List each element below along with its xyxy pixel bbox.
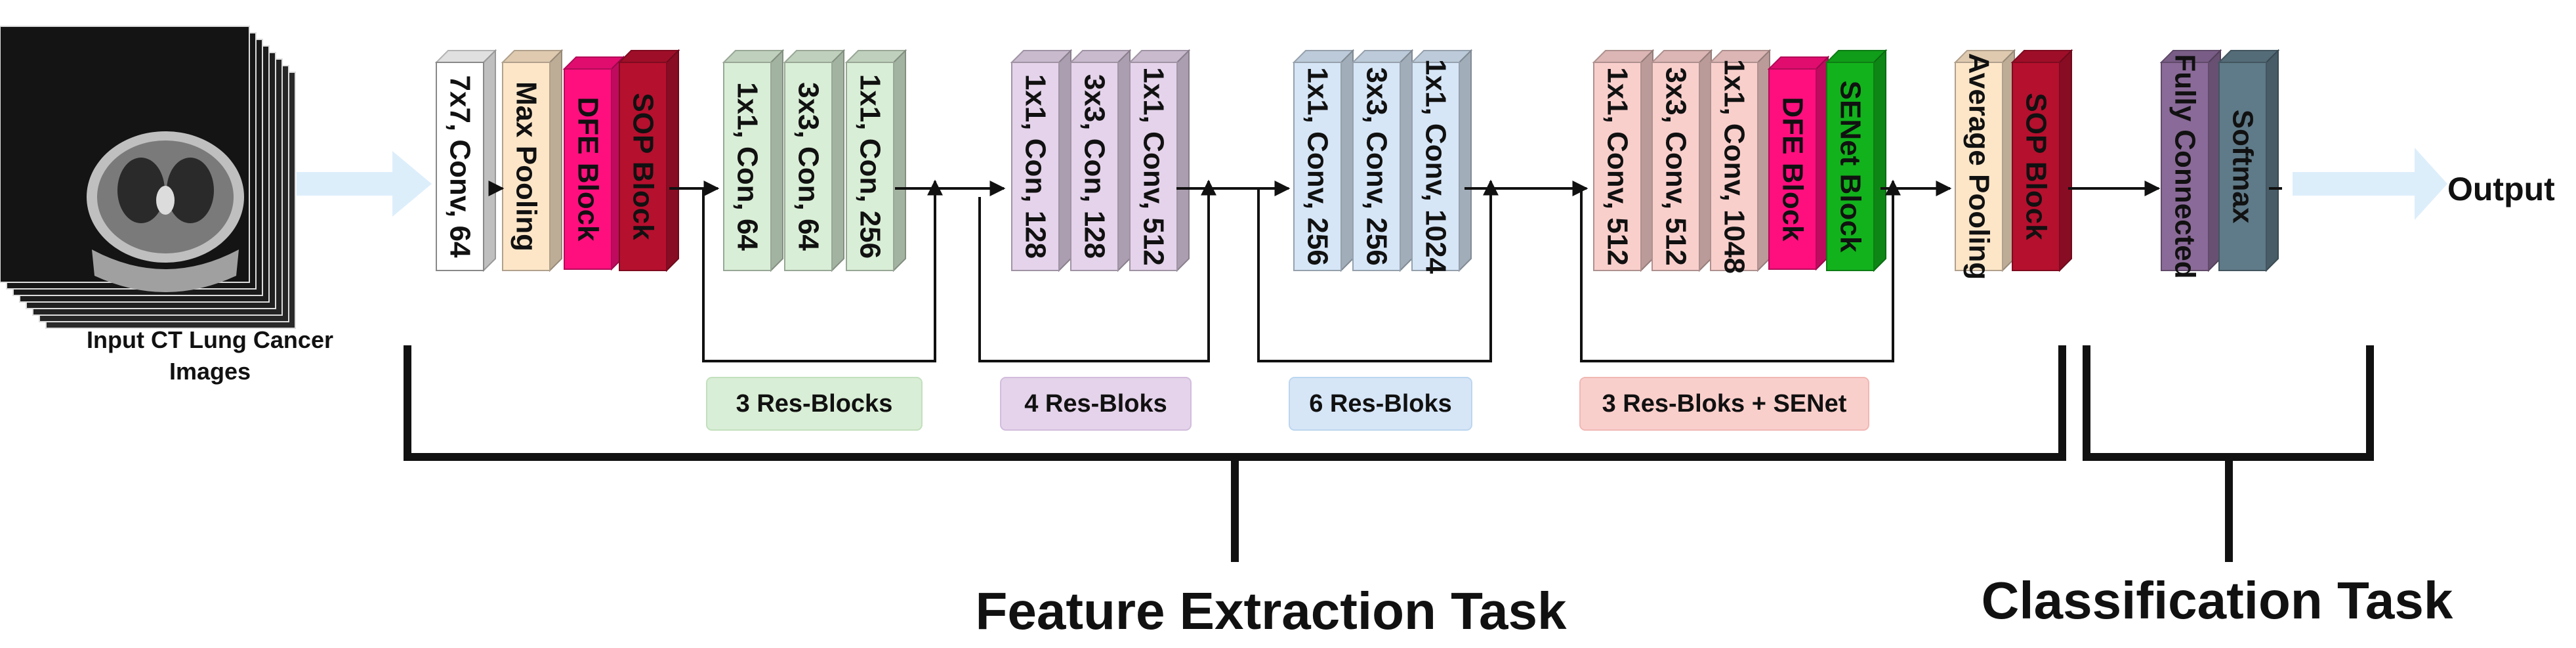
block-label-g1c: 1x1, Con, 256 bbox=[854, 74, 886, 259]
block-label-g1b: 3x3, Con, 64 bbox=[793, 82, 825, 251]
output-arrow bbox=[2293, 148, 2447, 220]
block-label-g2c: 1x1, Conv, 512 bbox=[1138, 67, 1170, 265]
feature-extraction-bracket bbox=[404, 345, 2066, 562]
block-g2a: 1x1, Con, 128 bbox=[1010, 49, 1073, 272]
block-avgpool: Average Pooling bbox=[1953, 49, 2016, 280]
block-layer: 7x7, Conv, 64 Max Pooling DFE Block SOP Blo… bbox=[434, 49, 2280, 280]
block-label-g3c: 1x1, Conv, 1024 bbox=[1420, 59, 1452, 274]
block-sop1: SOP Block bbox=[617, 49, 680, 272]
output-label: Output bbox=[2447, 171, 2555, 207]
block-label-g3a: 1x1, Conv, 256 bbox=[1302, 67, 1334, 265]
block-label-g2a: 1x1, Con, 128 bbox=[1020, 74, 1052, 259]
stage-note-4: 3 Res-Bloks + SENet bbox=[1579, 377, 1869, 431]
block-fc: Fully Connected bbox=[2159, 49, 2222, 279]
feature-extraction-task-label: Feature Extraction Task bbox=[975, 582, 1567, 640]
block-label-sop1: SOP Block bbox=[627, 93, 659, 240]
svg-text:3 Res-Bloks + SENet: 3 Res-Bloks + SENet bbox=[1602, 390, 1847, 418]
block-dfe2: DFE Block bbox=[1767, 55, 1830, 271]
block-label-g3b: 3x3, Conv, 256 bbox=[1361, 67, 1393, 265]
block-label-g4b: 3x3, Conv, 512 bbox=[1660, 67, 1692, 265]
block-label-sop2: SOP Block bbox=[2020, 93, 2052, 240]
block-conv7: 7x7, Conv, 64 bbox=[434, 49, 497, 272]
stage-note-2: 4 Res-Bloks bbox=[1000, 377, 1192, 431]
block-label-g1a: 1x1, Con, 64 bbox=[732, 82, 764, 251]
block-label-maxpool: Max Pooling bbox=[510, 81, 543, 251]
block-g1a: 1x1, Con, 64 bbox=[722, 49, 785, 272]
block-senet: SENet Block bbox=[1825, 49, 1888, 272]
block-g4a: 1x1, Conv, 512 bbox=[1592, 49, 1655, 272]
block-g1c: 1x1, Con, 256 bbox=[844, 49, 907, 272]
block-dfe1: DFE Block bbox=[562, 55, 625, 271]
svg-text:6 Res-Bloks: 6 Res-Bloks bbox=[1309, 390, 1452, 418]
block-label-dfe1: DFE Block bbox=[572, 97, 604, 242]
block-softmax: Softmax bbox=[2217, 49, 2280, 272]
ct-image-stack bbox=[0, 26, 296, 329]
block-label-g2b: 3x3, Con, 128 bbox=[1079, 74, 1111, 259]
block-label-dfe2: DFE Block bbox=[1777, 97, 1809, 242]
block-label-conv7: 7x7, Conv, 64 bbox=[444, 76, 476, 259]
input-arrow bbox=[297, 151, 432, 217]
block-g4c: 1x1, Conv, 1048 bbox=[1709, 49, 1772, 274]
block-label-g4c: 1x1, Conv, 1048 bbox=[1718, 59, 1751, 274]
block-g3b: 3x3, Conv, 256 bbox=[1351, 49, 1414, 272]
block-label-softmax: Softmax bbox=[2227, 110, 2259, 224]
block-g3c: 1x1, Conv, 1024 bbox=[1410, 49, 1473, 274]
block-g3a: 1x1, Conv, 256 bbox=[1292, 49, 1355, 272]
svg-text:4 Res-Bloks: 4 Res-Bloks bbox=[1024, 390, 1167, 418]
block-label-avgpool: Average Pooling bbox=[1963, 53, 1995, 280]
block-sop2: SOP Block bbox=[2010, 49, 2073, 272]
svg-text:3 Res-Blocks: 3 Res-Blocks bbox=[736, 390, 893, 418]
classification-task-label: Classification Task bbox=[1982, 571, 2453, 630]
stage-note-3: 6 Res-Bloks bbox=[1289, 377, 1472, 431]
input-label-line1: Input CT Lung Cancer bbox=[87, 326, 333, 353]
ct-scan-image bbox=[87, 131, 244, 292]
block-maxpool: Max Pooling bbox=[501, 49, 564, 272]
connector-lines bbox=[488, 179, 2161, 362]
block-g2b: 3x3, Con, 128 bbox=[1069, 49, 1132, 272]
block-label-g4a: 1x1, Conv, 512 bbox=[1602, 67, 1634, 265]
block-g4b: 3x3, Conv, 512 bbox=[1650, 49, 1713, 272]
block-g2c: 1x1, Conv, 512 bbox=[1128, 49, 1191, 272]
block-label-fc: Fully Connected bbox=[2169, 54, 2201, 278]
block-g1b: 3x3, Con, 64 bbox=[783, 49, 846, 272]
stage-note-1: 3 Res-Blocks bbox=[706, 377, 923, 431]
classification-bracket bbox=[2083, 345, 2374, 562]
input-label-line2: Images bbox=[169, 358, 251, 385]
block-label-senet: SENet Block bbox=[1835, 81, 1867, 253]
